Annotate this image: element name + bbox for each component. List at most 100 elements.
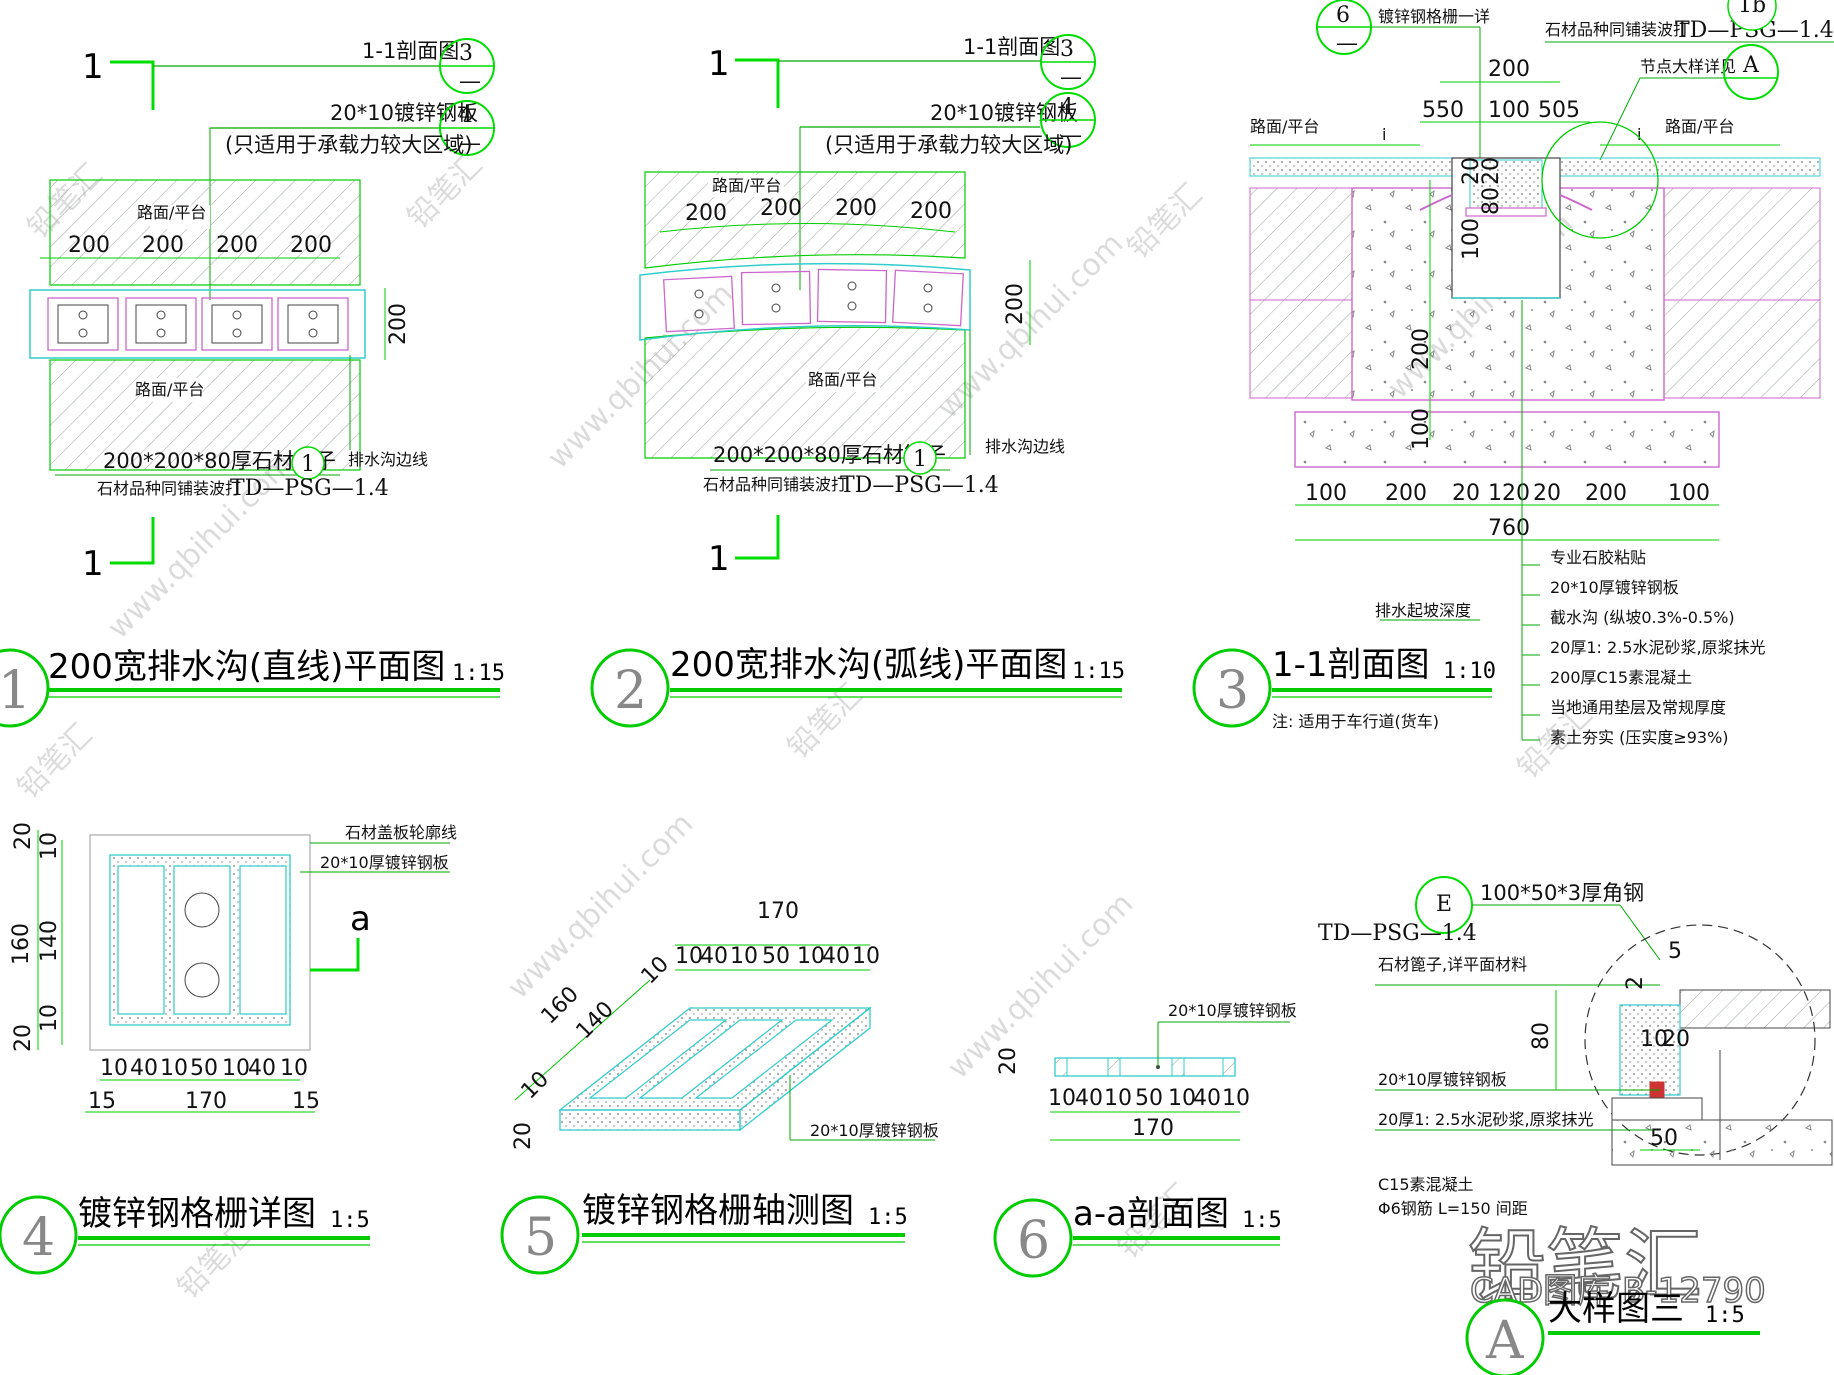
cover-ref: TD—PSG—1.4 <box>230 476 389 501</box>
slope-left: i <box>1382 125 1386 144</box>
detail-label-1: 石材篦子,详平面材料 <box>1378 955 1527 974</box>
cover-num: 1 <box>301 452 315 477</box>
dim-b-3: 10 <box>160 1056 188 1081</box>
ref-section-num: 3 <box>459 41 473 66</box>
dim-width: 170 <box>185 1089 227 1114</box>
dim-in-80: 80 <box>1479 187 1504 215</box>
dim-top-100: 100 <box>1488 98 1530 123</box>
section-mark-top: 1 <box>708 44 730 84</box>
dim-height: 20 <box>511 1122 536 1150</box>
ref-section-sheet: — <box>1060 65 1082 90</box>
view-title: 镀锌钢格栅轴测图 <box>582 1191 854 1231</box>
dim-3: 10 <box>1104 1086 1132 1111</box>
view-number: 6 <box>1017 1211 1050 1271</box>
grate-ref-sheet: — <box>1336 31 1358 56</box>
cover-ref: TD—PSG—1.4 <box>840 473 999 498</box>
dim-20: 20 <box>1662 1027 1690 1052</box>
dim-5: 5 <box>1668 939 1682 964</box>
view-number: 4 <box>22 1208 55 1268</box>
view-scale: 1:5 <box>1242 1208 1282 1233</box>
dim-4: 50 <box>1135 1086 1163 1111</box>
dim-10: 10 <box>1640 1027 1668 1052</box>
dim-80: 80 <box>1529 1022 1554 1050</box>
dim-in-100b: 100 <box>1409 408 1434 450</box>
ref-label: 100*50*3厚角钢 <box>1480 881 1644 905</box>
detail-a-node: E 100*50*3厚角钢 TD—PSG—1.4 石材篦子,详平面材料 20*1… <box>1318 876 1833 1375</box>
view-1-straight-drain-plan: 1 1 1-1剖面图 3 — 20*10镀锌钢板 4 — (只适用于承载力较大区… <box>0 38 505 728</box>
ref-plate-sheet: — <box>1060 123 1082 148</box>
area-top: 路面/平台 <box>712 176 781 195</box>
applicability-note: (只适用于承载力较大区域) <box>225 133 472 157</box>
layer-1: 专业石胶粘贴 <box>1550 548 1646 567</box>
dim-t-2: 40 <box>700 944 728 969</box>
view-2-curved-drain-plan: 1 1 1-1剖面图 3 — 20*10镀锌钢板 4 — (只适用于承载力较大区… <box>590 34 1125 728</box>
dim-b-2: 40 <box>130 1056 158 1081</box>
dim-b-3: 20 <box>1452 481 1480 506</box>
dim-in-20: 20 <box>1479 157 1504 185</box>
ref-plate-label: 20*10镀锌钢板 <box>330 101 478 125</box>
view-number: 5 <box>524 1208 557 1268</box>
dim-depth: 200 <box>386 303 411 345</box>
dim-top-550: 550 <box>1422 98 1464 123</box>
view-6-section-a-a: 20*10厚镀锌钢板 20 10 40 10 50 10 40 10 170 6… <box>993 1001 1297 1278</box>
edge-label: 排水沟边线 <box>348 450 428 469</box>
view-scale: 1:5 <box>868 1205 908 1230</box>
dim-b-7: 100 <box>1668 481 1710 506</box>
view-title: 200宽排水沟(直线)平面图 <box>48 647 445 687</box>
view-title: 镀锌钢格栅详图 <box>78 1194 316 1234</box>
dim-t-4: 50 <box>762 944 790 969</box>
dim-top-200: 200 <box>1488 57 1530 82</box>
dim-s-4: 10 <box>517 1067 554 1104</box>
dim-2: 200 <box>760 196 802 221</box>
applicability-note: (只适用于承载力较大区域) <box>825 133 1072 157</box>
section-mark-bottom: 1 <box>708 539 730 579</box>
ref-plate-label: 20*10镀锌钢板 <box>930 101 1078 125</box>
ref-section-label: 1-1剖面图 <box>362 39 459 63</box>
watermark-url: www.qbihui.com <box>501 806 700 1005</box>
ref-sheet: TD—PSG—1.4 <box>1318 921 1477 946</box>
section-mark-top: 1 <box>82 47 104 87</box>
node-ref-label: 节点大样详见 <box>1640 57 1736 76</box>
dim-height: 20 <box>996 1047 1021 1075</box>
dim-3: 200 <box>835 196 877 221</box>
watermark-url: www.qbihui.com <box>941 886 1140 1085</box>
watermark-cn: 铅笔汇 <box>401 147 489 235</box>
cover-num: 1 <box>913 447 927 472</box>
ref-section-label: 1-1剖面图 <box>963 35 1060 59</box>
dim-b-7: 10 <box>280 1056 308 1081</box>
layer-4: 20厚1: 2.5水泥砂浆,原浆抹光 <box>1550 638 1766 657</box>
dim-total: 170 <box>757 899 799 924</box>
dim-top-505: 505 <box>1538 98 1580 123</box>
layer-6: 当地通用垫层及常规厚度 <box>1550 698 1726 717</box>
node-ref-num: A <box>1742 53 1760 78</box>
section-mark-bottom: 1 <box>82 544 104 584</box>
dim-b-4: 120 <box>1488 481 1530 506</box>
dim-left-10: 10 <box>37 832 62 860</box>
grate-ref-num: 6 <box>1336 3 1350 28</box>
view-number: 3 <box>1216 661 1249 721</box>
view-4-grate-detail: 石材盖板轮廓线 20*10厚镀锌钢板 a 20 10 140 10 20 160… <box>0 822 457 1275</box>
dim-7: 10 <box>1222 1086 1250 1111</box>
dim-b-6: 40 <box>248 1056 276 1081</box>
dim-6: 40 <box>1193 1086 1221 1111</box>
detail-label-3: 20厚1: 2.5水泥砂浆,原浆抹光 <box>1378 1110 1594 1129</box>
dim-2: 40 <box>1075 1086 1103 1111</box>
dim-in-200: 200 <box>1409 328 1434 370</box>
dim-in-20b: 20 <box>1459 157 1484 185</box>
dim-2: 200 <box>142 233 184 258</box>
dim-4: 200 <box>290 233 332 258</box>
dim-b-4: 50 <box>190 1056 218 1081</box>
dim-total: 170 <box>1132 1116 1174 1141</box>
area-right: 路面/平台 <box>1665 117 1734 136</box>
layer-2: 20*10厚镀锌钢板 <box>1550 578 1679 597</box>
view-scale: 1:15 <box>1072 659 1125 684</box>
detail-label-4: C15素混凝土 <box>1378 1175 1474 1194</box>
watermark-cn: 铅笔汇 <box>11 717 99 805</box>
logo-brand: 铅笔汇 <box>1468 1221 1702 1311</box>
top-cover-note: 石材品种同铺装波打 <box>1545 20 1689 39</box>
plate-label: 20*10厚镀锌钢板 <box>1168 1001 1297 1020</box>
dim-b-5: 10 <box>222 1056 250 1081</box>
view-scale: 1:5 <box>330 1208 370 1233</box>
ref-num: E <box>1436 892 1452 917</box>
